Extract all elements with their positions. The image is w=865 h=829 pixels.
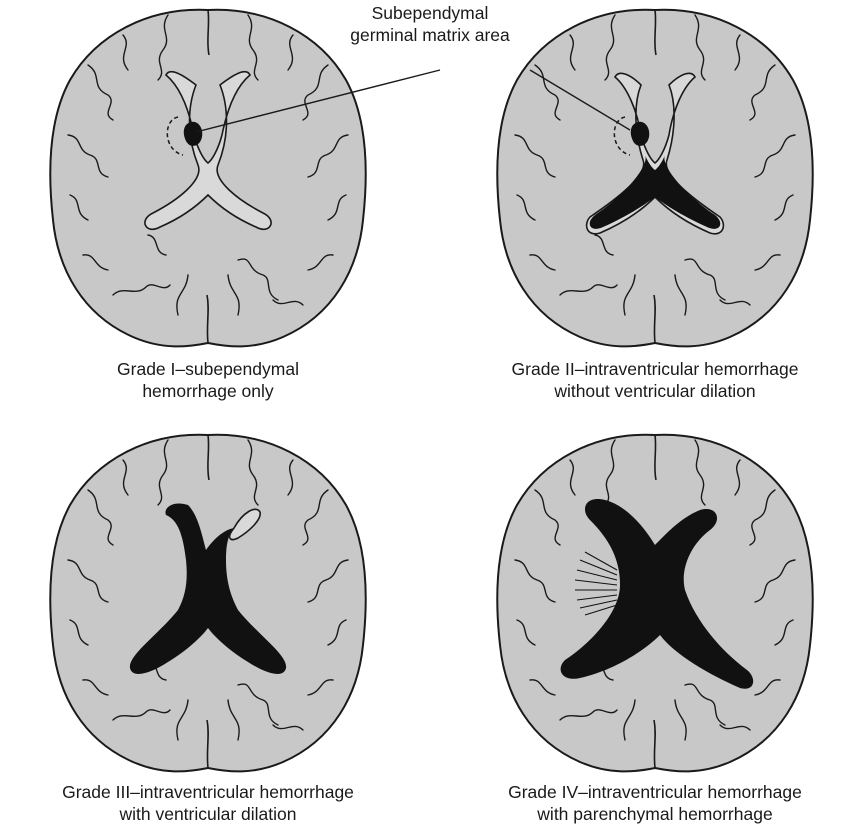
brain-grade-1 [50, 10, 365, 347]
caption-grade-2: Grade II–intraventricular hemorrhage wit… [490, 358, 820, 402]
caption-grade-3-line1: Grade III–intraventricular hemorrhage [43, 781, 373, 803]
annotation-subependymal-germinal-matrix: Subependymal germinal matrix area [300, 2, 560, 46]
caption-grade-4: Grade IV–intraventricular hemorrhage wit… [490, 781, 820, 825]
brain-grade-3 [50, 435, 365, 772]
brain-grade-4 [497, 435, 812, 772]
annotation-line2: germinal matrix area [300, 24, 560, 46]
annotation-line1: Subependymal [300, 2, 560, 24]
caption-grade-1-line1: Grade I–subependymal [58, 358, 358, 380]
brain-grade-2 [497, 10, 812, 347]
caption-grade-1-line2: hemorrhage only [58, 380, 358, 402]
caption-grade-4-line2: with parenchymal hemorrhage [490, 803, 820, 825]
caption-grade-4-line1: Grade IV–intraventricular hemorrhage [490, 781, 820, 803]
caption-grade-2-line2: without ventricular dilation [490, 380, 820, 402]
caption-grade-3-line2: with ventricular dilation [43, 803, 373, 825]
caption-grade-2-line1: Grade II–intraventricular hemorrhage [490, 358, 820, 380]
caption-grade-1: Grade I–subependymal hemorrhage only [58, 358, 358, 402]
caption-grade-3: Grade III–intraventricular hemorrhage wi… [43, 781, 373, 825]
